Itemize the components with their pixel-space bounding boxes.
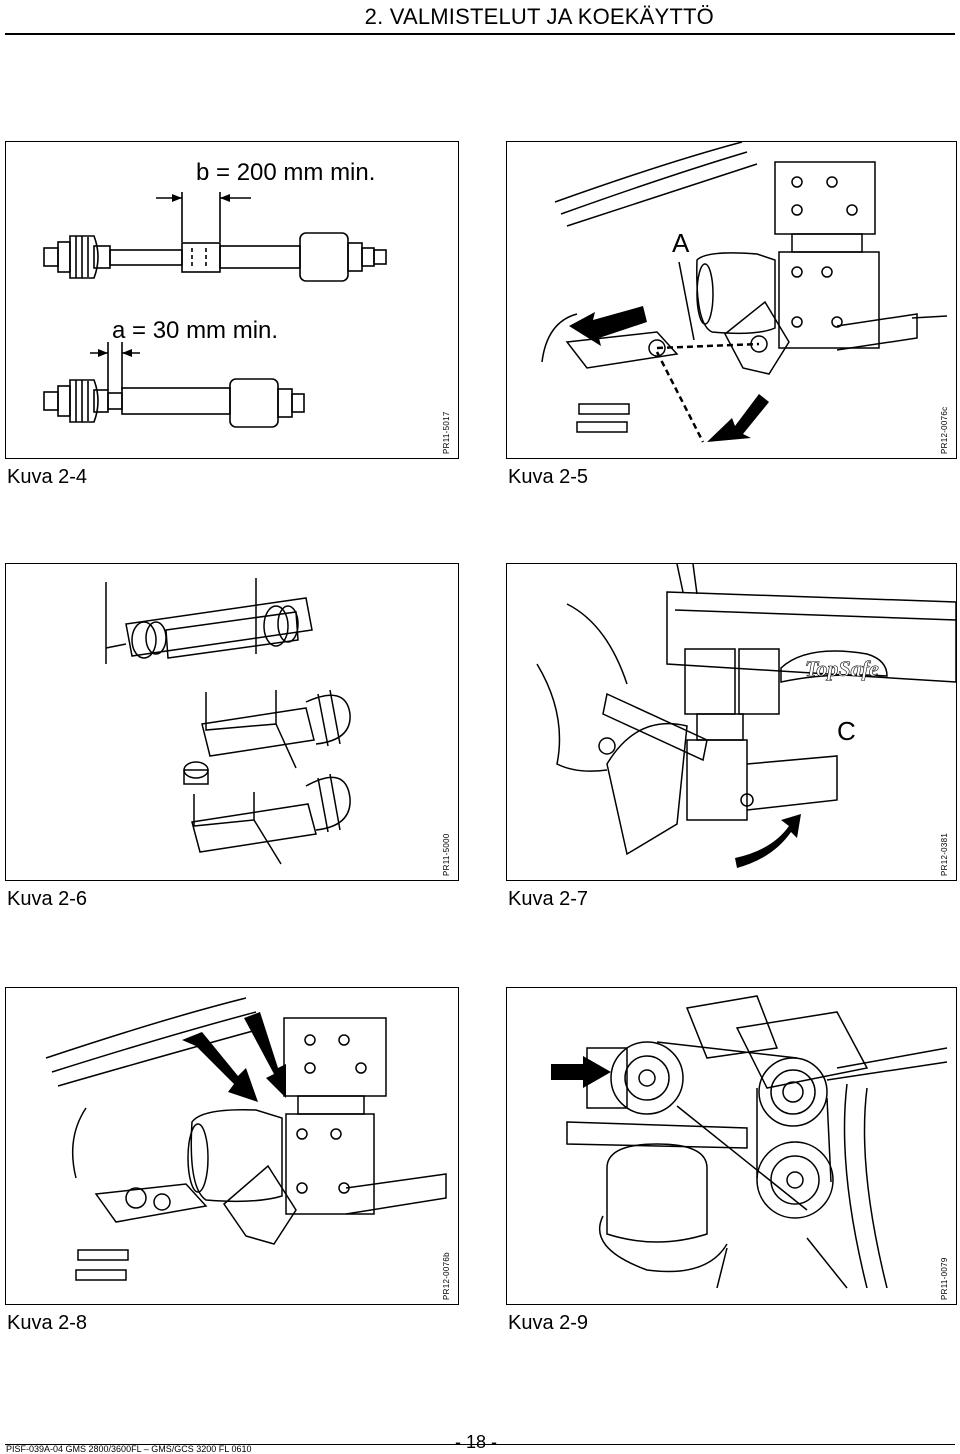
dimension-a-label: a = 30 mm min. xyxy=(112,317,278,344)
figure-code: PR12-0381 xyxy=(940,832,949,876)
figure-2-6-panel: PR11-5000 xyxy=(5,563,459,881)
header-rule xyxy=(5,33,955,35)
dimension-b-label: b = 200 mm min. xyxy=(196,159,375,186)
brand-logo: TopSafe xyxy=(805,656,879,681)
figure-code: PR11-0079 xyxy=(940,1257,949,1300)
figure-code: PR12-0076b xyxy=(442,1252,451,1300)
figure-2-5-panel: A PR12-0076c xyxy=(506,141,957,459)
figure-2-5-caption: Kuva 2-5 xyxy=(508,466,589,488)
figure-code: PR11-5017 xyxy=(442,411,451,454)
document-code: PISF-039A-04 GMS 2800/3600FL – GMS/GCS 3… xyxy=(6,1444,252,1454)
figure-code: PR12-0076c xyxy=(940,406,949,454)
figure-2-6-drawing xyxy=(105,578,351,865)
label-a-marker: A xyxy=(672,228,690,258)
figure-2-6-caption: Kuva 2-6 xyxy=(7,888,88,910)
figure-2-4-panel: b = 200 mm min. a = 30 mm min. PR11-5017 xyxy=(5,141,459,459)
figure-2-8-caption: Kuva 2-8 xyxy=(7,1312,88,1334)
figure-2-8-drawing xyxy=(45,997,447,1281)
figure-2-4-caption: Kuva 2-4 xyxy=(7,466,88,488)
figure-2-4-drawing: b = 200 mm min. a = 30 mm min. xyxy=(43,159,387,428)
figure-2-9-drawing xyxy=(551,995,948,1289)
figure-2-9-panel: PR11-0079 xyxy=(506,987,957,1305)
figure-2-7-caption: Kuva 2-7 xyxy=(508,888,589,910)
footer-rule xyxy=(5,1444,955,1445)
page-number: - 18 - xyxy=(455,1432,498,1452)
figure-2-8-panel: PR12-0076b xyxy=(5,987,459,1305)
page-title: 2. VALMISTELUT JA KOEKÄYTTÖ xyxy=(364,4,714,29)
figure-2-7-panel: TopSafe C PR12-0381 xyxy=(506,563,957,881)
figure-2-5-drawing: A xyxy=(541,142,948,443)
figure-2-9-caption: Kuva 2-9 xyxy=(508,1312,589,1334)
label-c-marker: C xyxy=(837,716,856,746)
figure-code: PR11-5000 xyxy=(442,833,451,876)
figure-2-7-drawing: TopSafe C xyxy=(536,564,956,868)
